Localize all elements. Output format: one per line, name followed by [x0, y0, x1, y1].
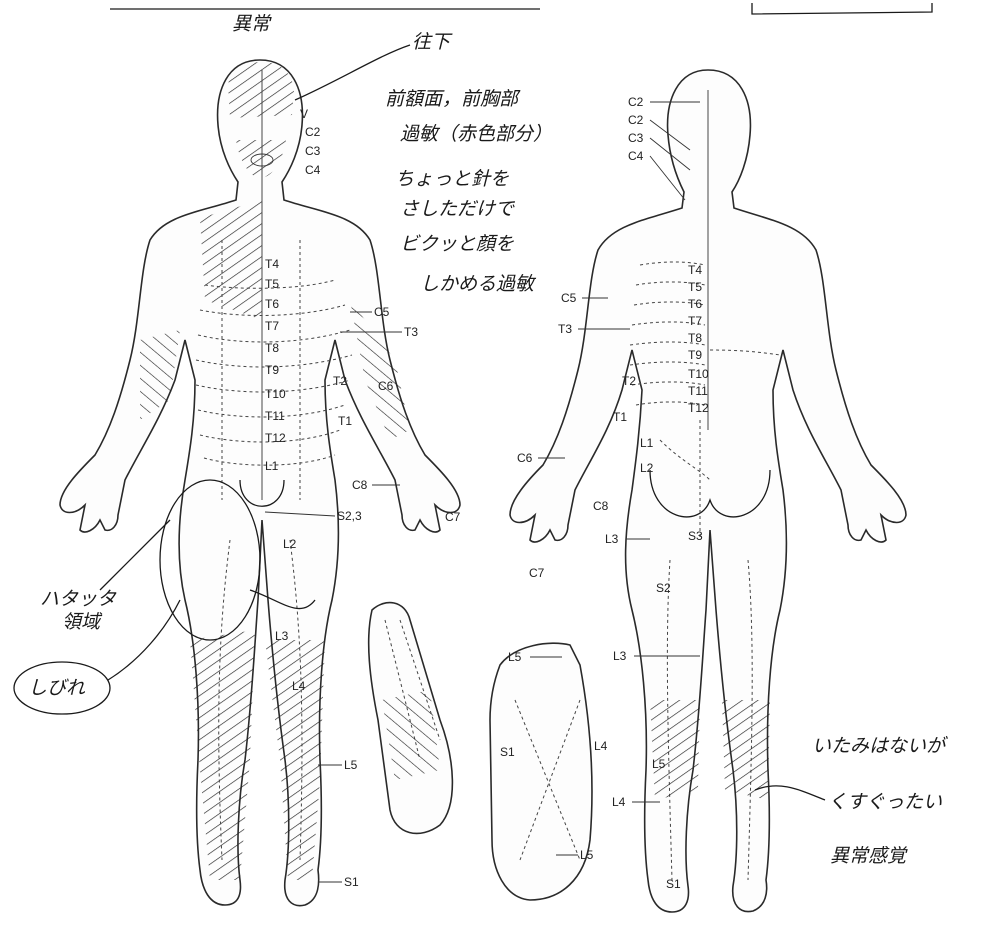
front-label-s23: S2,3	[337, 509, 362, 523]
front-label-t8: T8	[265, 341, 279, 355]
hand-head: 往下	[412, 31, 453, 53]
foot-label-s1: S1	[500, 745, 515, 759]
back-label-t6: T6	[688, 297, 702, 311]
foot-label-l4: L4	[594, 739, 608, 753]
front-label-c7: C7	[445, 510, 461, 524]
top-right-box	[752, 3, 932, 14]
front-label-t5: T5	[265, 277, 279, 291]
back-label-t5: T5	[688, 280, 702, 294]
back-label-c2a: C2	[628, 95, 644, 109]
back-label-l4: L4	[612, 795, 626, 809]
back-right-calf-hatch	[722, 700, 770, 800]
hand-note4: さしただけで	[400, 198, 516, 220]
back-label-t7: T7	[688, 314, 702, 328]
back-label-s3: S3	[688, 529, 703, 543]
front-label-t4: T4	[265, 257, 279, 271]
back-label-l2: L2	[640, 461, 654, 475]
front-label-t6: T6	[265, 297, 279, 311]
back-left-calf-hatch	[650, 700, 700, 800]
front-label-l5: L5	[344, 758, 358, 772]
front-label-t12: T12	[265, 431, 286, 445]
front-head-hatch	[228, 62, 294, 118]
handwritten-notes: 異常 往下 前額面，前胸部 過敏（赤色部分） ちょっと針を さしただけで ビクッ…	[14, 13, 948, 867]
hand-right2: くすぐったい	[828, 791, 942, 813]
front-label-c3: C3	[305, 144, 321, 158]
front-label-c8: C8	[352, 478, 368, 492]
hand-note1: 前額面，前胸部	[385, 88, 521, 110]
front-label-l3: L3	[275, 629, 289, 643]
back-label-t3: T3	[558, 322, 572, 336]
foot-plantar-outline	[490, 643, 592, 900]
back-label-t11: T11	[688, 384, 708, 398]
back-label-s2: S2	[656, 581, 671, 595]
front-label-l1: L1	[265, 459, 279, 473]
back-label-t8: T8	[688, 331, 702, 345]
back-label-c8: C8	[593, 499, 609, 513]
front-label-t10: T10	[265, 387, 286, 401]
front-label-c2: C2	[305, 125, 321, 139]
back-label-l1: L1	[640, 436, 654, 450]
hand-note2: 過敏（赤色部分）	[400, 123, 552, 145]
foot-plantar: L5 S1 L4 L5	[490, 643, 608, 900]
back-label-c5: C5	[561, 291, 577, 305]
back-label-c2b: C2	[628, 113, 644, 127]
back-label-t1: T1	[613, 410, 627, 424]
hand-top: 異常	[232, 13, 272, 35]
back-label-t2: T2	[622, 374, 636, 388]
back-label-l3b: L3	[613, 649, 627, 663]
front-label-t3: T3	[404, 325, 418, 339]
back-label-t12: T12	[688, 401, 709, 415]
front-label-c4: C4	[305, 163, 321, 177]
front-label-l2: L2	[283, 537, 297, 551]
hand-note6: しかめる過敏	[420, 273, 537, 295]
back-label-c3: C3	[628, 131, 644, 145]
foot-label-l5b: L5	[580, 848, 594, 862]
back-label-t10: T10	[688, 367, 709, 381]
foot-dorsal	[369, 603, 453, 834]
back-label-t9: T9	[688, 348, 702, 362]
foot-label-l5: L5	[508, 650, 522, 664]
back-label-l3a: L3	[605, 532, 619, 546]
front-label-t1: T1	[338, 414, 352, 428]
hand-thigh1: ハタッタ	[40, 588, 117, 610]
front-label-c5: C5	[374, 305, 390, 319]
back-label-c6: C6	[517, 451, 533, 465]
back-label-c7: C7	[529, 566, 545, 580]
hand-right3: 異常感覚	[830, 845, 908, 867]
front-label-l4: L4	[292, 679, 306, 693]
hand-right1: いたみはないが	[812, 735, 948, 757]
back-label-s1: S1	[666, 877, 681, 891]
front-label-v: V	[300, 107, 308, 121]
front-label-t2: T2	[333, 374, 347, 388]
front-label-c6: C6	[378, 379, 394, 393]
front-label-t9: T9	[265, 363, 279, 377]
hand-circle-leader	[108, 600, 180, 680]
back-label-t4: T4	[688, 263, 702, 277]
back-label-l5: L5	[652, 757, 666, 771]
front-label-t7: T7	[265, 319, 279, 333]
hand-circle: しびれ	[28, 677, 86, 699]
hand-thigh2: 領域	[62, 611, 103, 633]
front-label-t11: T11	[265, 409, 285, 423]
back-label-c4: C4	[628, 149, 644, 163]
hand-note5: ビクッと顔を	[400, 233, 514, 255]
front-label-s1: S1	[344, 875, 359, 889]
hand-note3: ちょっと針を	[395, 168, 509, 190]
